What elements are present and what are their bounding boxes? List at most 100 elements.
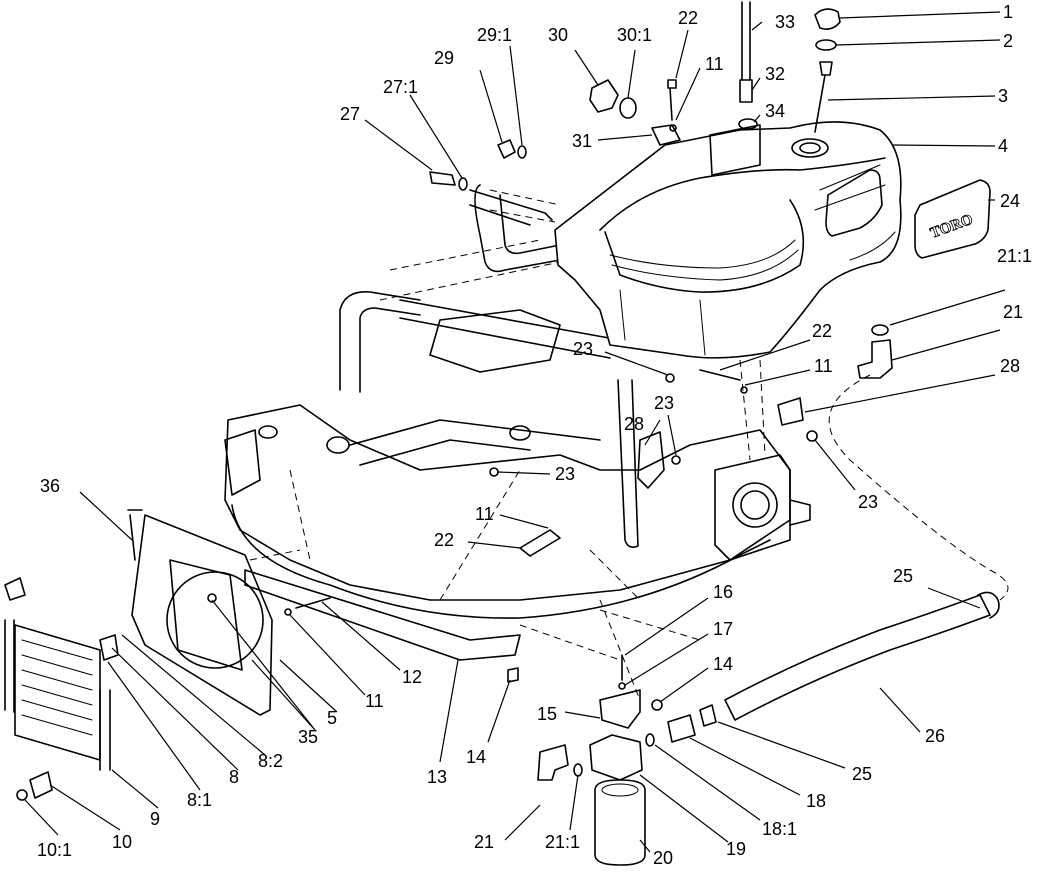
callout-8-2: 8:2: [258, 751, 283, 771]
filter-element-top: [601, 783, 639, 797]
filter-head: [589, 734, 643, 781]
skid-bolt: [507, 667, 519, 683]
leader-35: [211, 599, 316, 731]
frame-upper-rect: [474, 184, 561, 273]
elbow-oring: [871, 324, 889, 336]
filter-adapter: [667, 714, 696, 743]
hose-bracket: [777, 397, 804, 426]
callout-23c: 23: [555, 464, 575, 484]
leader-10-1: [24, 799, 59, 836]
leader-31: [597, 134, 653, 141]
leader-8: [111, 647, 239, 771]
leader-19: [639, 774, 729, 843]
fan-shroud: [131, 514, 273, 716]
return-hose-route: [828, 374, 1009, 601]
leader-18: [689, 737, 801, 796]
vent-fitting: [739, 79, 753, 103]
right-motor-mount: [714, 454, 791, 561]
leader-29: [479, 69, 503, 143]
callout-10: 10: [112, 832, 132, 852]
callout-27-1: 27:1: [383, 77, 418, 97]
tank-bolt: [667, 79, 677, 121]
callout-14a: 14: [466, 747, 486, 767]
leader-23c: [497, 471, 551, 475]
cooler-tube-right: [99, 689, 111, 771]
callout-labels: 1 2 3 4 5 8 8:1 8:2 9 10 10:1 11 11 11 1…: [37, 2, 1032, 868]
callout-4: 4: [998, 136, 1008, 156]
tank-front-face: [604, 199, 805, 293]
frame-plug: [497, 139, 516, 159]
top-fittings: [429, 1, 841, 191]
cooler-elbow-top: [4, 577, 26, 601]
center-nut-2: [489, 467, 499, 477]
callout-36: 36: [40, 476, 60, 496]
shroud-bolt: [207, 593, 217, 603]
leader-lines: [24, 11, 1006, 853]
leader-14a: [487, 679, 511, 743]
leader-22a: [675, 29, 689, 79]
cooler-bushing-cap: [16, 789, 28, 801]
callout-10-1: 10:1: [37, 840, 72, 860]
filter-bracket-washer: [618, 682, 626, 690]
leader-8-2: [121, 634, 266, 756]
cooler-assembly: [4, 509, 331, 801]
leader-2: [835, 39, 1001, 46]
tank-assembly: [554, 121, 902, 359]
leader-22c: [467, 541, 521, 549]
leader-26: [879, 687, 921, 733]
leader-23b: [667, 414, 677, 456]
frame-upper-rect-2: [499, 194, 561, 255]
frame-hole-1: [326, 436, 350, 454]
frame-assembly: [224, 184, 811, 701]
callout-8: 8: [229, 767, 239, 787]
right-motor-mount-bore-inner: [740, 490, 770, 520]
filter-elbow: [537, 744, 569, 781]
cooler-bushing: [29, 771, 53, 799]
leader-21b: [504, 804, 541, 841]
callout-19: 19: [726, 839, 746, 859]
callout-29: 29: [434, 48, 454, 68]
frame-outline: [224, 404, 791, 601]
callout-23b: 23: [654, 393, 674, 413]
leader-10: [49, 784, 121, 831]
callout-28a: 28: [1000, 356, 1020, 376]
filter-element: [594, 779, 646, 866]
filler-cap: [814, 8, 841, 30]
right-hose-fitting: [665, 324, 1009, 601]
leader-28b: [644, 419, 661, 446]
filter-adapter-oring: [645, 733, 655, 747]
callout-12: 12: [402, 667, 422, 687]
tank-sight-window: [825, 169, 883, 237]
leader-27-1: [409, 94, 463, 179]
leader-23d: [814, 439, 856, 491]
callout-25a: 25: [893, 566, 913, 586]
cooler-tube-left: [4, 619, 15, 713]
callout-27: 27: [340, 104, 360, 124]
callout-33: 33: [775, 12, 795, 32]
tank-top-ridge: [599, 157, 886, 231]
callout-9: 9: [150, 809, 160, 829]
callout-23a: 23: [573, 339, 593, 359]
frame-left-tube: [339, 291, 421, 391]
leader-33: [751, 21, 763, 31]
callout-8-1: 8:1: [187, 790, 212, 810]
leader-11a: [675, 67, 701, 121]
frame-cross-2: [349, 419, 601, 466]
callout-26: 26: [925, 726, 945, 746]
leader-14b: [659, 667, 709, 703]
tank-nut: [665, 373, 675, 383]
hose-clamp-lower: [699, 704, 717, 727]
cooler-elbow-right: [99, 634, 119, 661]
leader-12: [321, 601, 401, 671]
bracket-bolt: [699, 369, 741, 381]
leader-13: [439, 659, 459, 763]
frame-cap: [258, 425, 278, 439]
callout-14b: 14: [713, 654, 733, 674]
leader-21-1a: [889, 289, 1006, 326]
hose-clamp-upper: [977, 591, 1000, 619]
oil-cooler: [14, 624, 101, 761]
dipstick: [814, 61, 833, 133]
leader-30-1: [627, 49, 636, 99]
